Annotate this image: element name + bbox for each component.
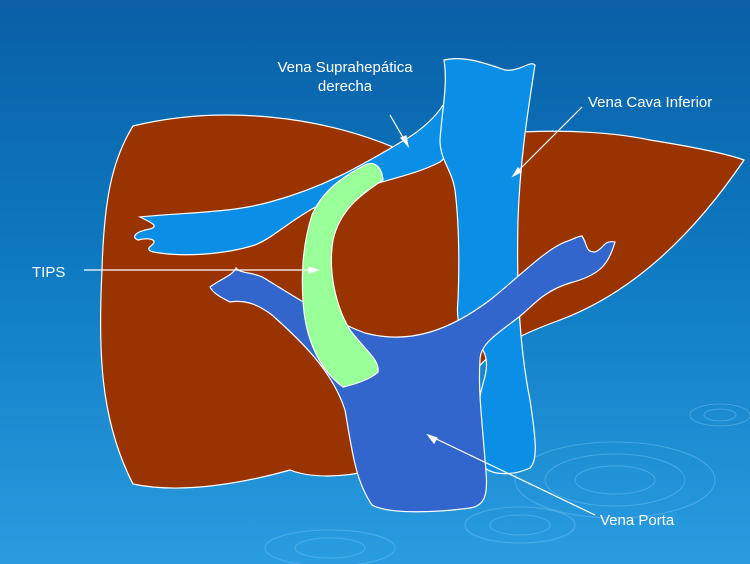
label-vena-suprahepatica: Vena Suprahepática derecha <box>246 58 444 96</box>
label-vena-suprahepatica-line2: derecha <box>246 77 444 96</box>
label-vena-porta: Vena Porta <box>600 511 674 530</box>
label-tips: TIPS <box>32 263 65 282</box>
label-vena-cava-inferior: Vena Cava Inferior <box>588 93 712 112</box>
label-vena-suprahepatica-line1: Vena Suprahepática <box>246 58 444 77</box>
